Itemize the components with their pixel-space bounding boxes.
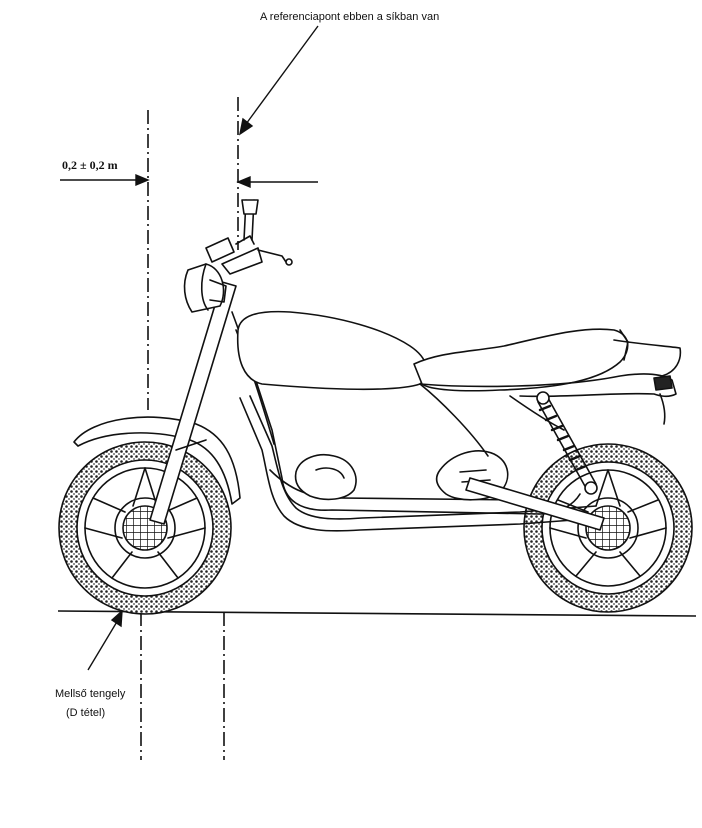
rear-wheel bbox=[523, 443, 693, 613]
dimension-arrows bbox=[60, 173, 318, 189]
front-axle-label: Mellső tengely bbox=[55, 688, 126, 700]
motorcycle bbox=[58, 199, 693, 615]
front-mudguard bbox=[73, 416, 241, 505]
reference-plane-label: A referenciapont ebben a síkban van bbox=[260, 11, 440, 23]
fuel-tank bbox=[236, 310, 428, 391]
seat bbox=[413, 328, 629, 392]
handlebar bbox=[205, 199, 293, 275]
exhaust-pipes bbox=[239, 397, 601, 532]
front-wheel bbox=[58, 441, 232, 615]
rear-fender bbox=[419, 373, 677, 398]
reference-pointer-arrow bbox=[238, 25, 319, 136]
dash-dot-lines bbox=[140, 97, 239, 760]
dimension-label: 0,2 ± 0,2 m bbox=[62, 158, 118, 172]
front-fork bbox=[149, 281, 237, 525]
rear-shock bbox=[536, 391, 598, 495]
front-axle-sublabel: (D tétel) bbox=[66, 707, 106, 719]
headlight bbox=[183, 263, 227, 313]
swing-arm bbox=[465, 477, 605, 531]
axle-pointer-arrow bbox=[87, 609, 123, 671]
tail-light bbox=[653, 375, 673, 391]
